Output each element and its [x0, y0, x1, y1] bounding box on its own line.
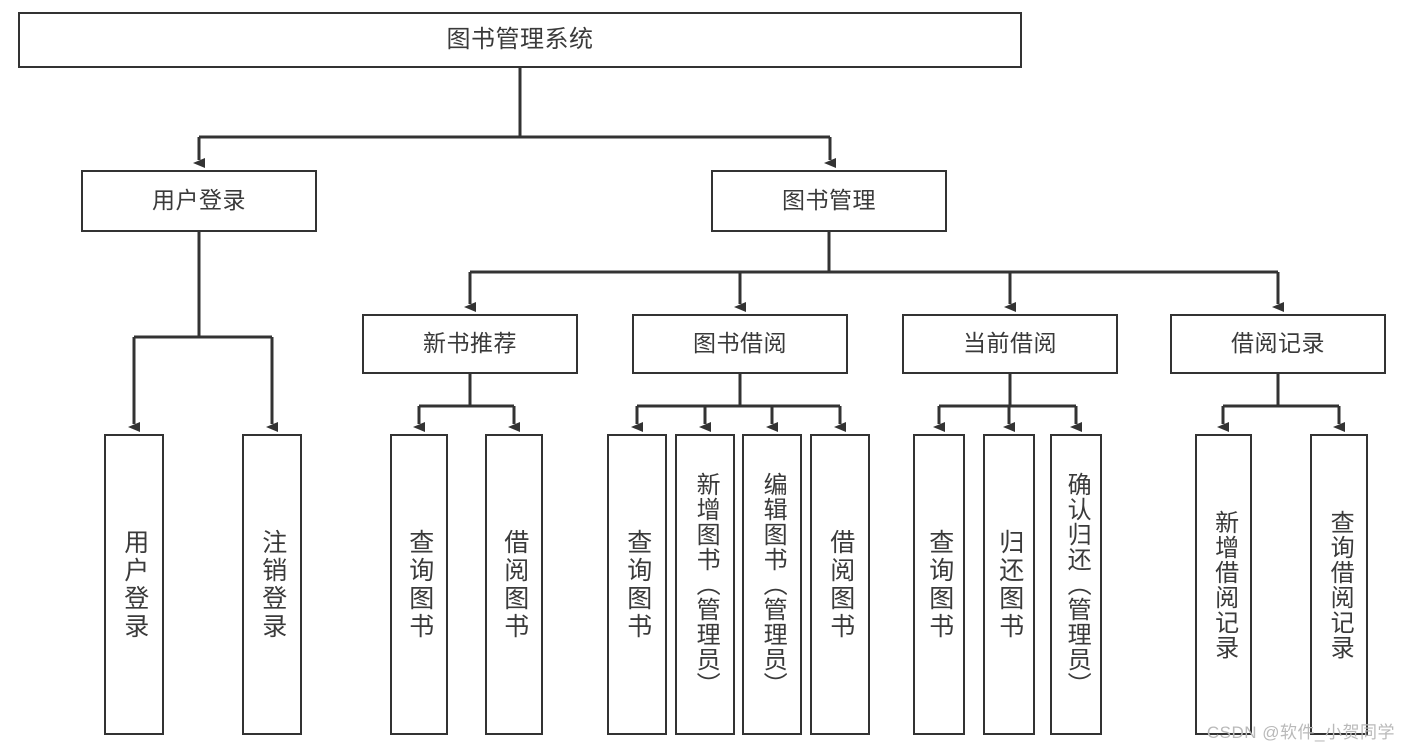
node-current-borrow[interactable]: 当前借阅 — [902, 314, 1118, 374]
node-label: 编辑图书（管理员） — [759, 472, 787, 697]
node-label: 图书管理系统 — [446, 25, 594, 53]
node-leaf-query-record[interactable]: 查询借阅记录 — [1310, 434, 1368, 735]
node-label: 图书借阅 — [693, 330, 787, 357]
node-leaf-query-book-2[interactable]: 查询图书 — [607, 434, 667, 735]
node-user-login[interactable]: 用户登录 — [81, 170, 317, 232]
node-label: 图书管理 — [782, 187, 876, 214]
node-label: 借阅图书 — [826, 528, 855, 641]
node-label: 注销登录 — [258, 528, 287, 641]
node-label: 用户登录 — [120, 528, 149, 641]
node-label: 查询图书 — [405, 528, 434, 641]
node-label: 查询图书 — [623, 528, 652, 641]
node-label: 用户登录 — [152, 187, 246, 214]
node-new-book-recommend[interactable]: 新书推荐 — [362, 314, 578, 374]
node-book-manage[interactable]: 图书管理 — [711, 170, 947, 232]
node-label: 查询图书 — [925, 528, 954, 641]
node-label: 借阅图书 — [500, 528, 529, 641]
node-leaf-edit-book[interactable]: 编辑图书（管理员） — [742, 434, 802, 735]
node-leaf-return-book[interactable]: 归还图书 — [983, 434, 1035, 735]
node-label: 新增图书（管理员） — [692, 472, 720, 697]
node-leaf-borrow-book-1[interactable]: 借阅图书 — [485, 434, 543, 735]
node-borrow-record[interactable]: 借阅记录 — [1170, 314, 1386, 374]
node-leaf-query-book-3[interactable]: 查询图书 — [913, 434, 965, 735]
node-label: 确认归还（管理员） — [1063, 472, 1091, 697]
node-leaf-logout[interactable]: 注销登录 — [242, 434, 302, 735]
node-root-system[interactable]: 图书管理系统 — [18, 12, 1022, 68]
node-leaf-user-login[interactable]: 用户登录 — [104, 434, 164, 735]
node-leaf-query-book-1[interactable]: 查询图书 — [390, 434, 448, 735]
node-label: 借阅记录 — [1231, 330, 1325, 357]
node-leaf-confirm-return[interactable]: 确认归还（管理员） — [1050, 434, 1102, 735]
node-label: 新书推荐 — [423, 330, 517, 357]
node-leaf-add-record[interactable]: 新增借阅记录 — [1195, 434, 1252, 735]
node-label: 当前借阅 — [963, 330, 1057, 357]
node-label: 新增借阅记录 — [1210, 509, 1238, 660]
watermark: CSDN @软件_小贺同学 — [1206, 723, 1395, 742]
node-label: 查询借阅记录 — [1326, 509, 1354, 660]
node-label: 归还图书 — [995, 528, 1024, 641]
node-book-borrow[interactable]: 图书借阅 — [632, 314, 848, 374]
node-leaf-add-book[interactable]: 新增图书（管理员） — [675, 434, 735, 735]
node-leaf-borrow-book-2[interactable]: 借阅图书 — [810, 434, 870, 735]
